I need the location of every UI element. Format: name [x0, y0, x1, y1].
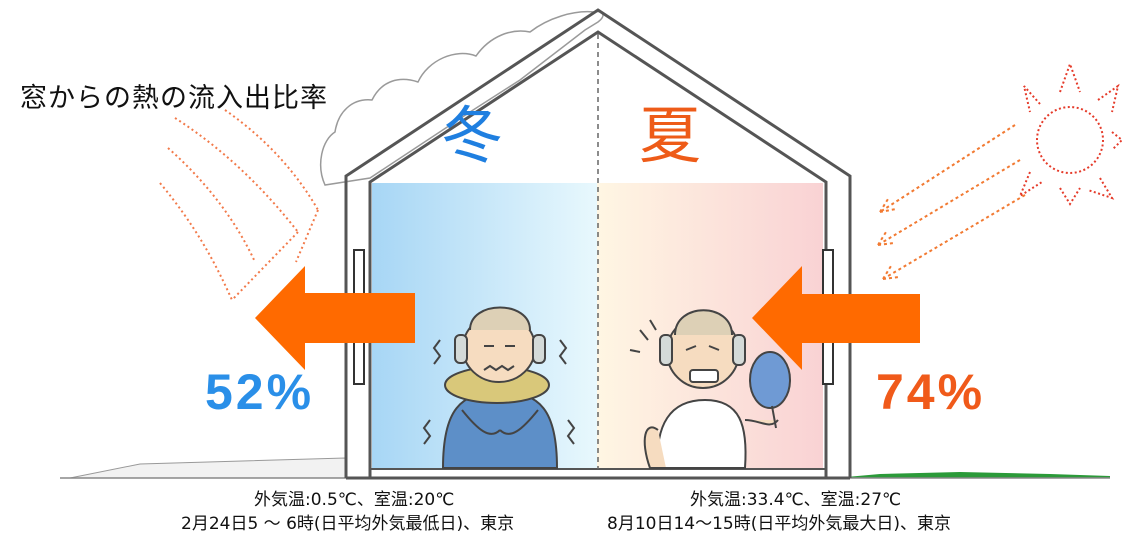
winter-percent: 52% [205, 364, 315, 420]
heat-loss-arrow [255, 266, 415, 370]
winter-conditions: 外気温:0.5℃、室温:20℃ [254, 490, 455, 510]
sun-icon [1017, 61, 1122, 206]
sun-ray-arrows [877, 124, 1026, 280]
winter-date: 2月24日5 ～ 6時(日平均外気最低日)、東京 [181, 514, 515, 534]
winter-label: 冬 [441, 99, 504, 172]
summer-label: 夏 [639, 99, 702, 172]
hot-old-man-icon [629, 309, 791, 469]
summer-conditions: 外気温:33.4℃、室温:27℃ [690, 490, 902, 510]
heat-gain-arrow [752, 266, 920, 370]
cold-old-man-icon [422, 306, 576, 469]
summer-percent: 74% [876, 364, 986, 420]
summer-date: 8月10日14～15時(日平均外気最大日)、東京 [607, 514, 951, 534]
diagram-title: 窓からの熱の流入出比率 [20, 83, 328, 114]
cold-wind-icon [159, 109, 319, 301]
